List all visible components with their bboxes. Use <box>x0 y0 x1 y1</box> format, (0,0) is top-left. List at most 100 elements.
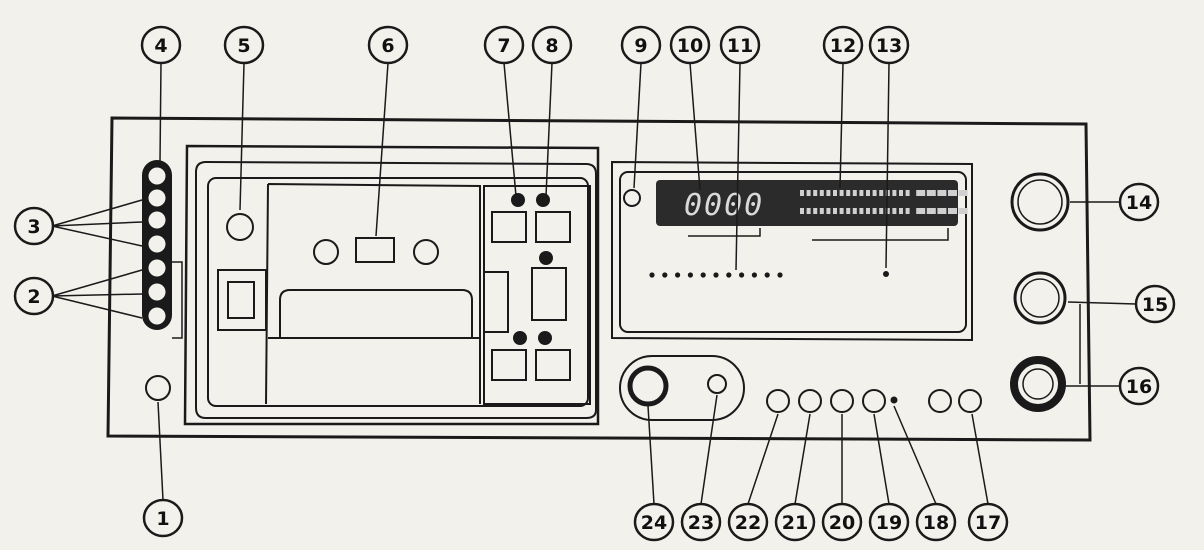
callout-number-16: 16 <box>1126 376 1152 398</box>
column-key-1[interactable] <box>148 167 166 185</box>
callout-bubble-13 <box>868 25 910 65</box>
tape-head-area <box>279 289 473 339</box>
column-key-7[interactable] <box>148 307 166 325</box>
callout-number-17: 17 <box>975 512 1001 534</box>
leader-line <box>971 413 989 505</box>
callout-number-3: 3 <box>27 216 40 238</box>
callout-number-24: 24 <box>641 512 667 534</box>
leader-lines <box>51 62 1137 505</box>
button-20[interactable] <box>830 389 854 413</box>
eject-button[interactable] <box>226 213 254 241</box>
meter-segment <box>813 208 818 214</box>
transport-button-d[interactable] <box>491 349 527 381</box>
leader-line <box>159 62 162 163</box>
meter-segment <box>879 208 884 214</box>
headphone-jack[interactable] <box>627 365 669 407</box>
button-17b[interactable] <box>958 389 982 413</box>
leader-line <box>839 62 844 189</box>
meter-segment <box>892 208 897 214</box>
led-dot <box>687 272 694 278</box>
leader-line <box>794 413 811 505</box>
meter-segment <box>806 208 811 214</box>
meter-segment <box>899 208 903 214</box>
meter-segment <box>916 208 926 214</box>
callout-number-22: 22 <box>735 512 761 534</box>
column-key-4[interactable] <box>148 235 166 253</box>
right-clamp <box>484 271 509 333</box>
knob-upper[interactable] <box>1010 172 1070 232</box>
power-button[interactable] <box>145 375 171 401</box>
callout-bubble-18 <box>915 502 957 542</box>
callout-bubble-19 <box>868 502 910 542</box>
meter-segment <box>948 190 957 196</box>
transport-lamp-2 <box>536 193 550 207</box>
transport-lamp-3 <box>539 251 553 265</box>
callout-bubble-15 <box>1134 284 1176 324</box>
callout-bubble-7 <box>483 25 525 65</box>
transport-button-a[interactable] <box>491 211 527 243</box>
transport-button-e[interactable] <box>535 349 571 381</box>
column-key-6[interactable] <box>148 283 166 301</box>
column-key-3[interactable] <box>148 211 166 229</box>
callout-bubble-4 <box>140 25 182 65</box>
transport-lamp-5 <box>538 331 552 345</box>
cassette-body <box>265 183 481 405</box>
column-key-2[interactable] <box>148 189 166 207</box>
led-dot <box>764 272 770 278</box>
button-column-keys <box>148 167 166 325</box>
meter-segment <box>892 190 897 196</box>
meter-segment <box>846 208 851 214</box>
button-17a[interactable] <box>928 389 952 413</box>
knob-lower[interactable] <box>1010 356 1066 412</box>
meter-segment <box>916 190 926 196</box>
meter-segment <box>872 208 877 214</box>
column-key-5[interactable] <box>148 259 166 277</box>
small-jack[interactable] <box>707 374 727 394</box>
meter-segment <box>926 208 936 214</box>
reel-left <box>313 239 339 265</box>
callout-number-10: 10 <box>677 35 703 57</box>
meter-segment <box>833 208 837 214</box>
callout-bubble-17 <box>967 502 1009 542</box>
callout-bubble-22 <box>727 502 769 542</box>
button-19[interactable] <box>862 389 886 413</box>
cassette-window <box>207 177 589 407</box>
meter-segment <box>948 208 957 214</box>
counter-reset-button[interactable] <box>623 189 641 207</box>
callout-bubble-8 <box>531 25 573 65</box>
callout-number-5: 5 <box>237 35 250 57</box>
button-22[interactable] <box>766 389 790 413</box>
leader-line <box>735 62 741 271</box>
callout-bubble-21 <box>774 502 816 542</box>
callout-number-7: 7 <box>497 35 510 57</box>
callout-bubble-20 <box>821 502 863 542</box>
led-dot <box>751 272 758 278</box>
transport-button-c[interactable] <box>531 267 567 321</box>
meter-segment <box>866 190 870 196</box>
left-clamp <box>217 269 267 331</box>
led-dot <box>777 272 783 278</box>
meter-segment <box>937 190 947 196</box>
meter-segment <box>899 190 903 196</box>
callout-number-12: 12 <box>830 35 856 57</box>
button-21[interactable] <box>798 389 822 413</box>
callout-number-15: 15 <box>1142 294 1168 316</box>
meter-segment <box>859 190 864 196</box>
meter-segment <box>826 208 831 214</box>
led-dot <box>700 272 706 278</box>
led-dot <box>726 272 732 278</box>
front-panel-outline <box>106 116 1092 442</box>
knob-middle-inner <box>1020 278 1060 318</box>
callout-bubble-5 <box>223 25 265 65</box>
leader-line <box>375 62 389 237</box>
callout-bubble-3 <box>13 206 55 246</box>
knob-middle[interactable] <box>1013 271 1067 325</box>
callout-number-8: 8 <box>545 35 558 57</box>
callout-number-19: 19 <box>876 512 902 534</box>
transport-button-b[interactable] <box>535 211 571 243</box>
tape-counter: 0000 <box>684 188 764 223</box>
tape-window <box>355 237 395 263</box>
leader-line <box>885 62 890 269</box>
led-dot <box>713 272 719 278</box>
leader-line <box>747 413 779 505</box>
